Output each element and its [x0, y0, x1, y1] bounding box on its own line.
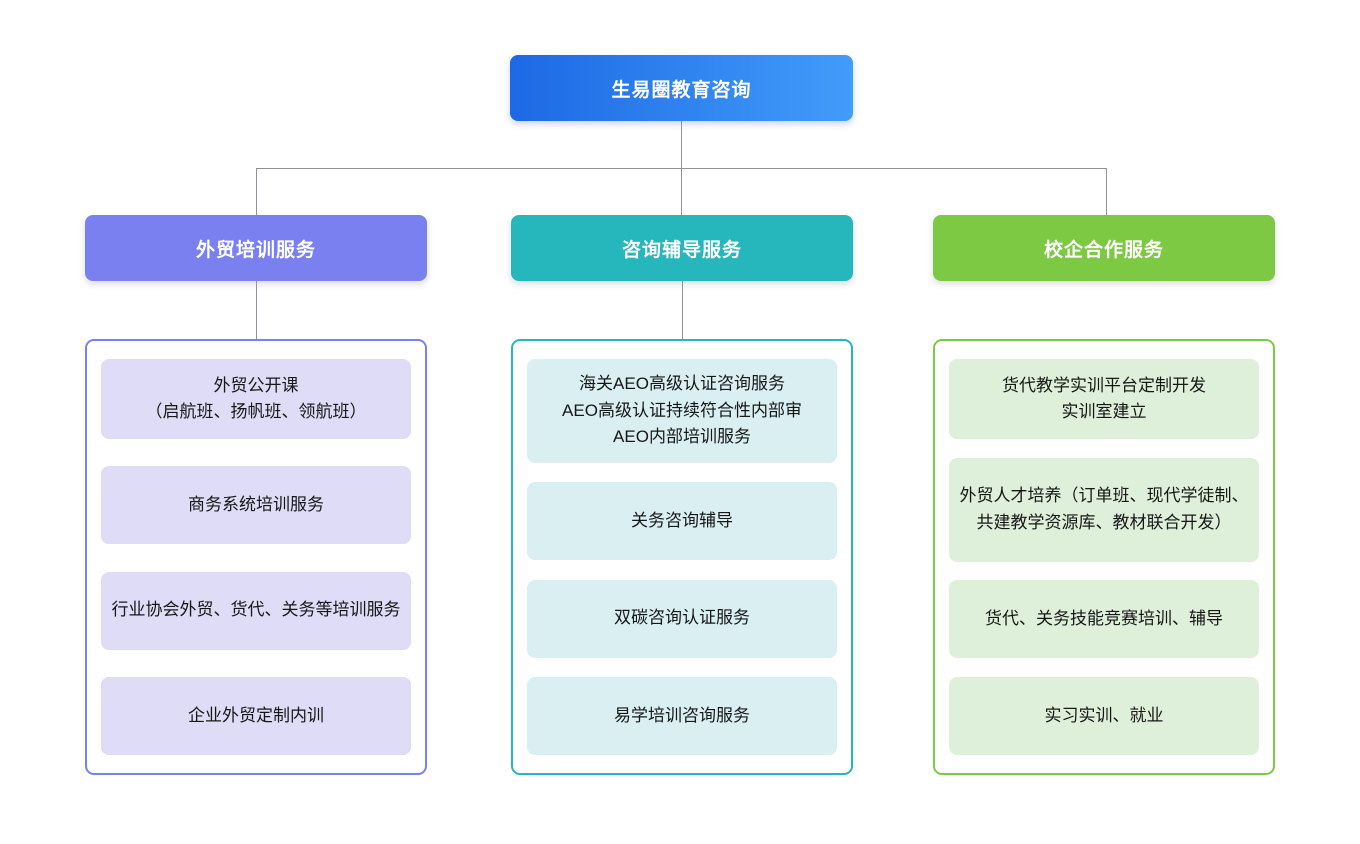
- branch-item: 易学培训咨询服务: [527, 676, 837, 755]
- branch-header: 校企合作服务: [933, 215, 1275, 281]
- connector-drop-middle: [681, 168, 682, 215]
- branch-items-panel: 货代教学实训平台定制开发 实训室建立 外贸人才培养（订单班、现代学徒制、共建教学…: [933, 339, 1275, 775]
- branch-header-label: 外贸培训服务: [195, 239, 316, 261]
- root-node-label: 生易圈教育咨询: [611, 79, 752, 101]
- branch-header-label: 咨询辅导服务: [621, 239, 742, 261]
- branch-item: 海关AEO高级认证咨询服务 AEO高级认证持续符合性内部审 AEO内部培训服务: [527, 359, 837, 463]
- branch-items-panel: 海关AEO高级认证咨询服务 AEO高级认证持续符合性内部审 AEO内部培训服务 …: [511, 339, 853, 775]
- branch-item: 外贸人才培养（订单班、现代学徒制、共建教学资源库、教材联合开发）: [949, 457, 1259, 562]
- branch-item: 货代、关务技能竞赛培训、辅导: [949, 580, 1259, 659]
- connector-stem-line: [255, 281, 257, 339]
- branch-consulting-coaching: 咨询辅导服务 海关AEO高级认证咨询服务 AEO高级认证持续符合性内部审 AEO…: [511, 215, 853, 775]
- branch-school-enterprise-cooperation: 校企合作服务 货代教学实训平台定制开发 实训室建立 外贸人才培养（订单班、现代学…: [933, 215, 1275, 775]
- branch-header: 外贸培训服务: [85, 215, 427, 281]
- connector-branch-left: [85, 281, 427, 339]
- connector-drop-left: [256, 168, 257, 215]
- connector-drop-right: [1106, 168, 1107, 215]
- branch-trade-training: 外贸培训服务 外贸公开课 （启航班、扬帆班、领航班） 商务系统培训服务 行业协会…: [85, 215, 427, 775]
- branch-items-panel: 外贸公开课 （启航班、扬帆班、领航班） 商务系统培训服务 行业协会外贸、货代、关…: [85, 339, 427, 775]
- branch-item: 双碳咨询认证服务: [527, 579, 837, 658]
- branch-item: 实习实训、就业: [949, 676, 1259, 755]
- branch-item: 关务咨询辅导: [527, 482, 837, 561]
- branch-item: 企业外贸定制内训: [101, 676, 411, 755]
- connector-branch-middle: [511, 281, 853, 339]
- connector-branch-right-gap: [933, 281, 1275, 339]
- root-node: 生易圈教育咨询: [510, 55, 853, 121]
- branch-header: 咨询辅导服务: [511, 215, 853, 281]
- branch-item: 商务系统培训服务: [101, 466, 411, 545]
- branch-item: 货代教学实训平台定制开发 实训室建立: [949, 359, 1259, 439]
- branch-header-label: 校企合作服务: [1043, 239, 1164, 261]
- branch-item: 行业协会外贸、货代、关务等培训服务: [101, 571, 411, 650]
- connector-stem-line: [681, 281, 683, 339]
- connector-root-stem: [681, 121, 682, 168]
- branch-item: 外贸公开课 （启航班、扬帆班、领航班）: [101, 359, 411, 439]
